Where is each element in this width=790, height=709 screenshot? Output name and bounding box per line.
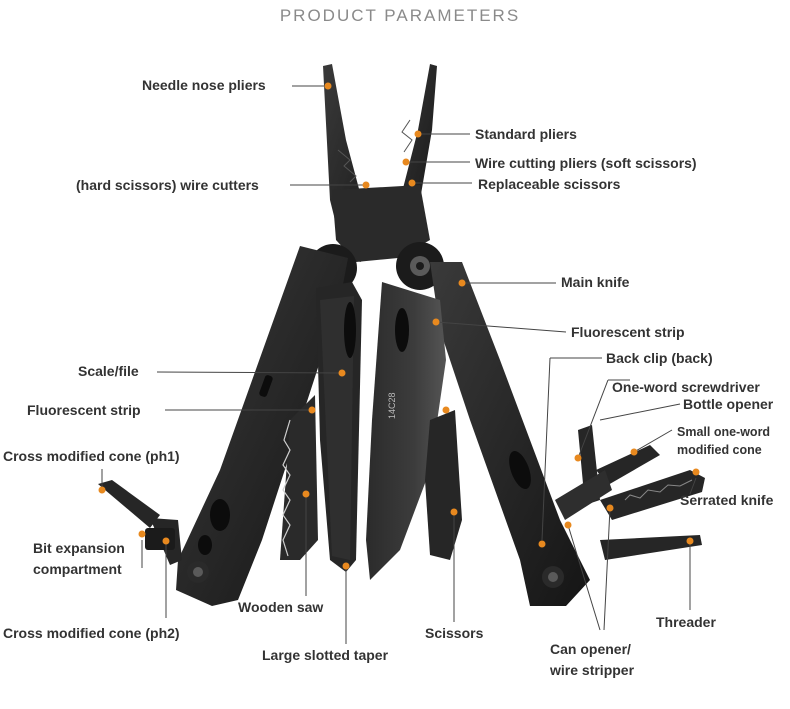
label-fluorescent-strip-left: Fluorescent strip xyxy=(27,402,141,418)
label-bottle-opener: Bottle opener xyxy=(683,396,774,412)
label-wire-cutting-pliers: Wire cutting pliers (soft scissors) xyxy=(475,155,697,171)
page-title: PRODUCT PARAMETERS xyxy=(279,6,521,25)
label-standard-pliers: Standard pliers xyxy=(475,126,577,142)
label-replaceable-scissors: Replaceable scissors xyxy=(478,176,621,192)
label-bit-expansion-line2: compartment xyxy=(33,561,122,577)
label-fluorescent-strip-right: Fluorescent strip xyxy=(571,324,685,340)
leader-lines xyxy=(101,85,697,644)
label-main-knife: Main knife xyxy=(561,274,630,290)
label-small-one-word-line2: modified cone xyxy=(677,443,762,457)
label-small-one-word-line1: Small one-word xyxy=(677,425,771,439)
main-knife: 14C28 xyxy=(366,282,446,580)
label-cross-cone-ph2: Cross modified cone (ph2) xyxy=(3,625,180,641)
label-back-clip: Back clip (back) xyxy=(606,350,713,366)
markers xyxy=(98,82,700,570)
handle-right xyxy=(430,262,590,606)
label-can-opener-line2: wire stripper xyxy=(550,662,635,678)
blade-marking: 14C28 xyxy=(387,392,397,419)
scissors-tool xyxy=(425,410,462,560)
label-threader: Threader xyxy=(656,614,716,630)
label-scissors: Scissors xyxy=(425,625,484,641)
handle-left xyxy=(176,246,348,606)
label-wooden-saw: Wooden saw xyxy=(238,599,324,615)
label-bit-expansion-line1: Bit expansion xyxy=(33,540,125,556)
label-hard-scissors-wire-cutters: (hard scissors) wire cutters xyxy=(76,177,259,193)
file-tool xyxy=(316,282,362,572)
pliers-jaws xyxy=(323,64,437,262)
label-cross-cone-ph1: Cross modified cone (ph1) xyxy=(3,448,180,464)
label-one-word-screwdriver: One-word screwdriver xyxy=(612,379,760,395)
label-serrated-knife: Serrated knife xyxy=(680,492,774,508)
label-needle-nose-pliers: Needle nose pliers xyxy=(142,77,266,93)
label-can-opener-line1: Can opener/ xyxy=(550,641,631,657)
label-large-slotted-taper: Large slotted taper xyxy=(262,647,389,663)
pivot-right xyxy=(396,242,444,290)
wooden-saw xyxy=(280,395,318,560)
label-scale-file: Scale/file xyxy=(78,363,139,379)
